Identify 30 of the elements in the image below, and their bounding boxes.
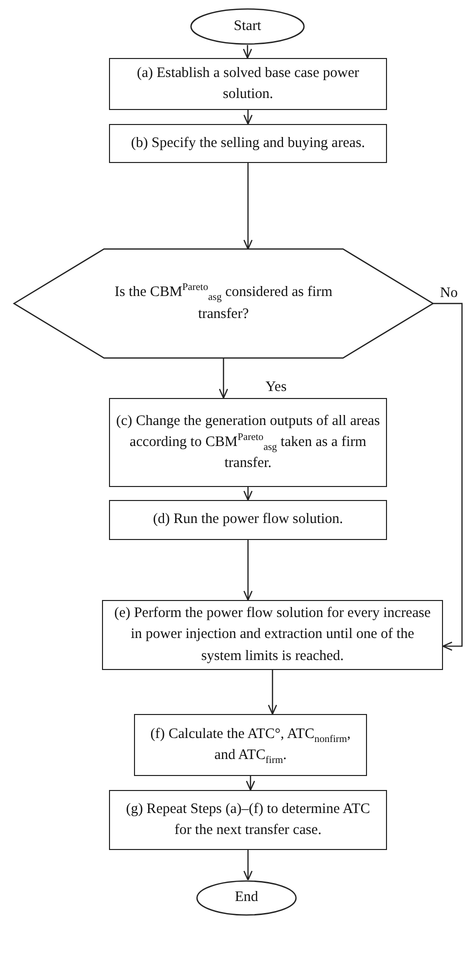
arrow	[218, 358, 228, 399]
arrow	[243, 540, 253, 601]
process-box	[102, 600, 443, 670]
process-box	[109, 58, 387, 110]
step-text: (b) Specify the selling and buying areas.	[130, 134, 366, 153]
step-text: End	[234, 888, 260, 908]
step-text: (c) Change the generation outputs of all areas according to CBM$^{Pareto}$$_{asg}$ taken as a firm transfer.	[115, 412, 381, 473]
arrow	[246, 776, 256, 791]
process-box	[109, 398, 387, 487]
step-text: Is the CBM$^{Pareto}$$_{asg}$ considered as firm transfer?	[114, 282, 334, 324]
terminal-oval	[190, 8, 305, 45]
step-text: (g) Repeat Steps (a)–(f) to determine ATC for the next transfer case.	[124, 800, 371, 840]
arrow	[433, 302, 463, 651]
step-text: (d) Run the power flow solution.	[152, 510, 344, 530]
arrow	[243, 850, 253, 881]
arrow	[242, 45, 252, 59]
arrow	[243, 487, 253, 501]
step-text: (a) Establish a solved base case power solution.	[136, 64, 360, 104]
step-text: (f) Calculate the ATC°, ATC$_{nonfirm}$, and ATC$_{firm}$.	[149, 724, 352, 766]
process-box	[109, 500, 387, 540]
arrow	[243, 110, 253, 125]
step-text: (e) Perform the power flow solution for every increase in power injection and extraction until one of the system limits is reached.	[113, 604, 432, 666]
step-text: Start	[232, 16, 262, 36]
process-box	[109, 124, 387, 163]
process-box	[134, 714, 367, 776]
arrow	[268, 670, 278, 715]
terminal-oval	[196, 880, 297, 916]
decision-hexagon	[14, 249, 433, 358]
process-box	[109, 790, 387, 850]
arrow	[243, 163, 253, 250]
